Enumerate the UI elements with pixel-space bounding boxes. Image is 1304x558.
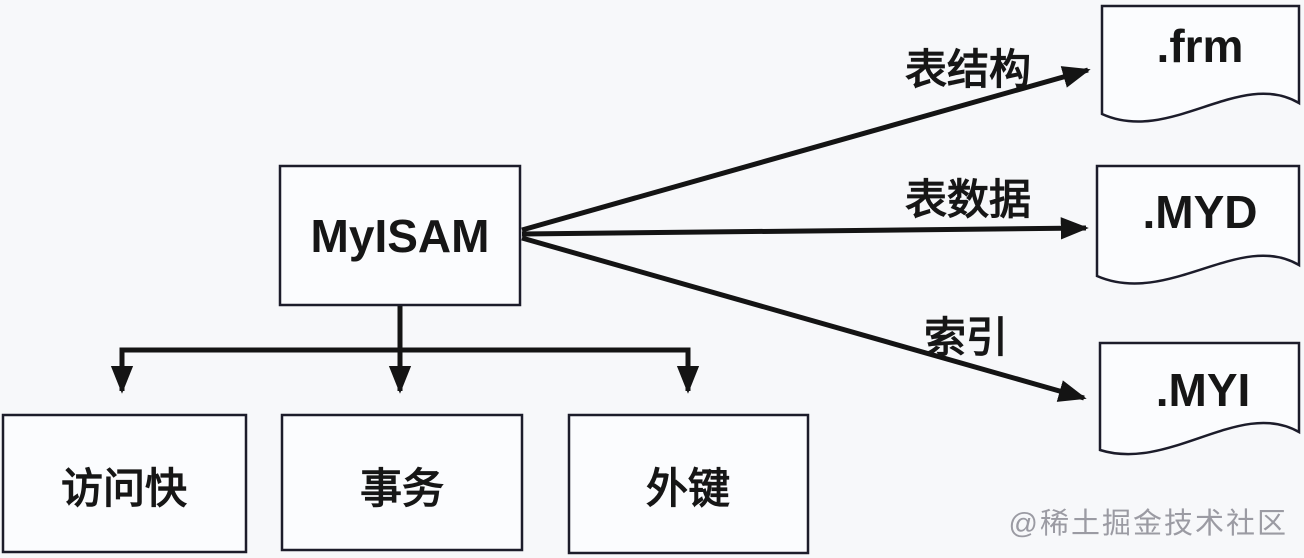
feature-node-transactions-box (280, 413, 524, 552)
arrow-to-myi (521, 235, 1087, 402)
myisam-node-box (278, 164, 522, 307)
feature-label-transactions: 事务 (360, 465, 444, 512)
feature-node-fast-access-box (1, 413, 248, 554)
edge-label-index: 索引 (924, 314, 1008, 361)
frm-file-node-box (1100, 4, 1301, 123)
myi-file-label: .MYI (1156, 364, 1251, 416)
myi-file-node-box (1098, 341, 1301, 456)
watermark-text: @稀土掘金技术社区 (1009, 507, 1288, 540)
arrow-to-myd (521, 217, 1089, 240)
feature-node-foreign-keys-box (567, 413, 810, 555)
arrow-to-frm (521, 66, 1091, 233)
frm-file-label: .frm (1157, 20, 1244, 72)
myd-file-node-box (1095, 164, 1301, 285)
myd-file-label: .MYD (1143, 186, 1258, 238)
edge-label-table-structure: 表结构 (905, 46, 1031, 93)
myisam-node-label: MyISAM (311, 210, 490, 262)
feature-label-fast-access: 访问快 (61, 465, 188, 512)
feature-label-foreign-keys: 外键 (646, 465, 730, 512)
edge-label-table-data: 表数据 (905, 176, 1031, 223)
